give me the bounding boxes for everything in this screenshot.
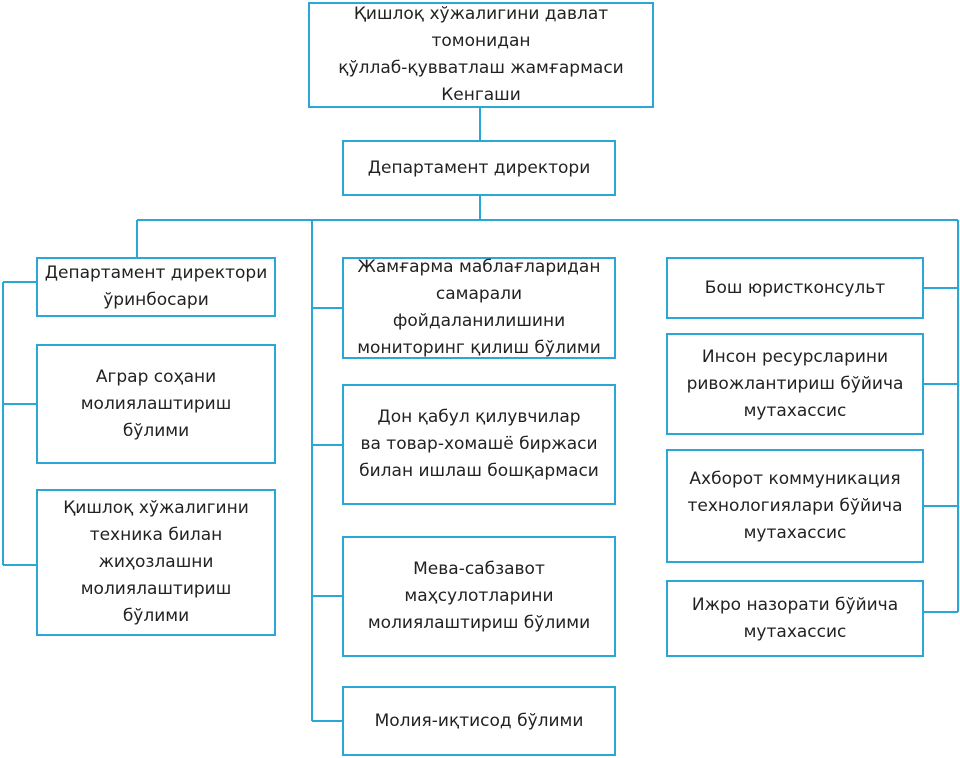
ict-specialist-box: Ахборот коммуникация технологиялари бўйи… xyxy=(666,449,924,563)
finance-economics-box: Молия-иқтисод бўлими xyxy=(342,686,616,756)
legal-counsel-box: Бош юристконсульт xyxy=(666,257,924,319)
council-box: Қишлоқ хўжалигини давлат томонидан қўлла… xyxy=(308,2,654,108)
execution-control-box: Ижро назорати бўйича мутахассис xyxy=(666,580,924,657)
hr-specialist-box: Инсон ресурсларини ривожлантириш бўйича … xyxy=(666,333,924,435)
machinery-financing-box: Қишлоқ хўжалигини техника билан жиҳозлаш… xyxy=(36,489,276,636)
director-box: Департамент директори xyxy=(342,140,616,196)
agrar-financing-box: Аграр соҳани молиялаштириш бўлими xyxy=(36,344,276,464)
deputy-director-box: Департамент директори ўринбосари xyxy=(36,257,276,317)
fruit-vegetable-box: Мева-сабзавот маҳсулотларини молиялаштир… xyxy=(342,536,616,657)
grain-exchange-box: Дон қабул қилувчилар ва товар-хомашё бир… xyxy=(342,384,616,505)
monitoring-box: Жамғарма маблағларидан самарали фойдалан… xyxy=(342,257,616,359)
